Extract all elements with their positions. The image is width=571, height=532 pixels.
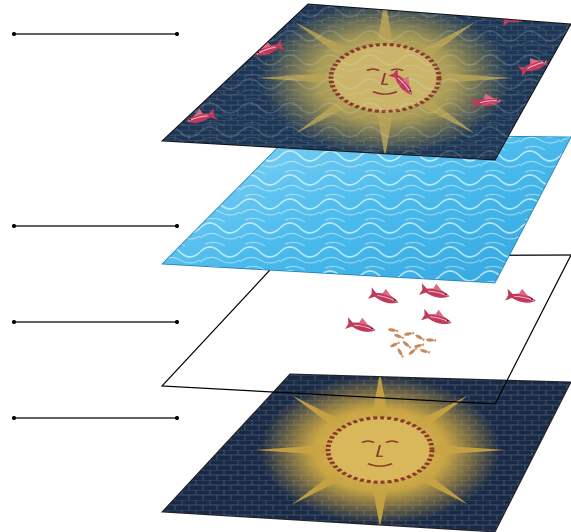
fish-layer bbox=[160, 254, 571, 405]
leader-line-2 bbox=[12, 224, 179, 228]
leader-line-1 bbox=[12, 32, 179, 36]
leader-line-4 bbox=[12, 416, 179, 420]
mosaic-layer bbox=[160, 373, 571, 532]
leader-line-3 bbox=[12, 320, 179, 324]
